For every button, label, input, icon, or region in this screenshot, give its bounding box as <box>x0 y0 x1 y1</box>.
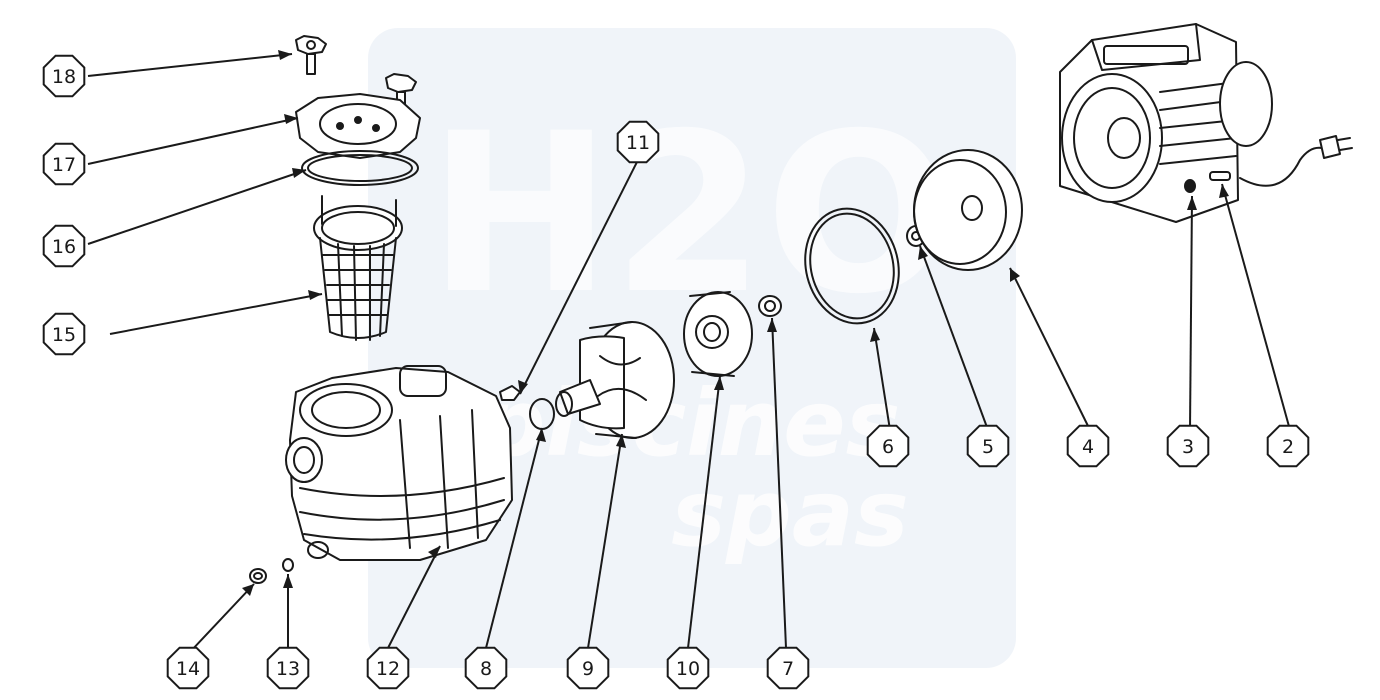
callout-c2: 2 <box>1266 424 1310 468</box>
callout-label: 3 <box>1182 436 1194 458</box>
callout-c4: 4 <box>1066 424 1110 468</box>
seal-plate-gasket-inner <box>809 212 895 320</box>
callout-badge <box>766 646 810 690</box>
callout-c8: 8 <box>464 646 508 690</box>
callout-badge <box>42 54 86 98</box>
pump-housing <box>285 365 513 561</box>
callout-label: 8 <box>480 658 492 680</box>
diffuser <box>555 321 675 439</box>
callout-badge <box>42 312 86 356</box>
callout-badge <box>966 424 1010 468</box>
callout-label: 13 <box>276 658 300 680</box>
callout-label: 12 <box>376 658 400 680</box>
callout-badge <box>1266 424 1310 468</box>
callout-label: 16 <box>52 236 76 258</box>
callout-c12: 12 <box>366 646 410 690</box>
mechanical-seal <box>758 295 782 317</box>
watermark-line1: piscines <box>479 370 901 477</box>
small-seal-part <box>499 385 521 401</box>
lid-o-ring <box>301 150 419 186</box>
callout-badge <box>666 646 710 690</box>
callout-label: 17 <box>52 154 76 176</box>
callout-badge <box>166 646 210 690</box>
callout-c7: 7 <box>766 646 810 690</box>
callout-label: 4 <box>1082 436 1094 458</box>
callout-label: 11 <box>626 132 650 154</box>
callout-label: 14 <box>176 658 200 680</box>
knob-part <box>295 35 327 75</box>
callout-c6: 6 <box>866 424 910 468</box>
impeller <box>683 291 753 377</box>
callout-badge <box>42 142 86 186</box>
callout-badge <box>866 424 910 468</box>
drain-o-ring <box>282 558 294 572</box>
callout-badge <box>1066 424 1110 468</box>
callout-c15: 15 <box>42 312 86 356</box>
callout-c17: 17 <box>42 142 86 186</box>
callout-label: 18 <box>52 66 76 88</box>
callout-c13: 13 <box>266 646 310 690</box>
callout-c10: 10 <box>666 646 710 690</box>
callout-c16: 16 <box>42 224 86 268</box>
callout-label: 7 <box>782 658 794 680</box>
seal-plate <box>913 149 1023 271</box>
watermark-mark: H2O <box>428 86 952 342</box>
callout-badge <box>566 646 610 690</box>
strainer-lid <box>295 93 421 159</box>
callout-label: 6 <box>882 436 894 458</box>
callout-c9: 9 <box>566 646 610 690</box>
callout-label: 9 <box>582 658 594 680</box>
callout-label: 2 <box>1282 436 1294 458</box>
callout-c18: 18 <box>42 54 86 98</box>
callout-badge <box>1166 424 1210 468</box>
callout-label: 10 <box>676 658 700 680</box>
watermark-line2: spas <box>671 460 908 567</box>
callout-badge <box>266 646 310 690</box>
callout-label: 15 <box>52 324 76 346</box>
callouts: 18 17 16 15 11 6 5 4 3 2 14 13 12 8 9 10 7 <box>42 54 1310 690</box>
callout-c11: 11 <box>616 120 660 164</box>
callout-c3: 3 <box>1166 424 1210 468</box>
callout-badge <box>464 646 508 690</box>
callout-c5: 5 <box>966 424 1010 468</box>
callout-badge <box>616 120 660 164</box>
callout-badge <box>366 646 410 690</box>
callout-badge <box>42 224 86 268</box>
drain-plug <box>249 568 267 584</box>
seal-plate-gasket <box>804 207 900 325</box>
callout-c14: 14 <box>166 646 210 690</box>
arrowheads <box>242 50 1229 596</box>
leader-lines <box>87 53 1291 653</box>
motor <box>1059 23 1353 223</box>
strainer-basket <box>313 195 403 341</box>
lid-o-ring-inner <box>307 154 413 182</box>
callout-label: 5 <box>982 436 994 458</box>
